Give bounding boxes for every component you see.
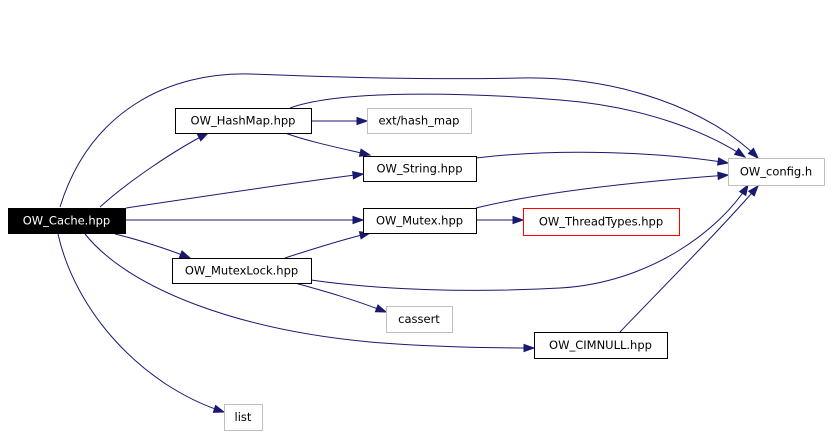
edge-cache-to-mutexlock xyxy=(114,233,192,259)
node-label: OW_Mutex.hpp xyxy=(376,214,463,228)
edge-cache-to-string xyxy=(125,171,365,209)
arrowhead xyxy=(352,171,365,180)
node-box xyxy=(363,156,477,182)
arrowhead xyxy=(358,148,372,157)
edge-line xyxy=(294,282,387,313)
node-box xyxy=(172,258,312,284)
edge-line xyxy=(310,184,749,291)
edge-line xyxy=(84,233,535,349)
arrowhead xyxy=(523,343,536,353)
arrowhead xyxy=(747,184,759,197)
edge-line xyxy=(619,185,759,333)
node-label: OW_String.hpp xyxy=(376,162,462,176)
node-box xyxy=(8,208,126,234)
node-cache[interactable]: OW_Cache.hpp xyxy=(8,208,126,234)
edge-cache-to-hashmap xyxy=(99,132,210,208)
edge-mutex-to-config xyxy=(475,171,730,209)
node-label: OW_ThreadTypes.hpp xyxy=(539,215,663,229)
arrowhead xyxy=(356,116,369,126)
edge-line xyxy=(475,151,729,164)
edge-cimnull-to-config xyxy=(619,184,759,333)
edge-mutex-to-threadtypes xyxy=(476,215,525,225)
node-box xyxy=(367,108,472,134)
arrowhead xyxy=(352,215,365,225)
edge-line xyxy=(284,132,371,156)
node-cassert: cassert xyxy=(386,306,453,333)
arrowhead xyxy=(717,171,730,181)
node-box xyxy=(386,306,453,333)
arrowhead xyxy=(212,404,226,413)
edge-mutexlock-to-config xyxy=(310,183,749,291)
node-label: OW_HashMap.hpp xyxy=(191,114,296,128)
arrowhead xyxy=(733,147,747,158)
arrowhead xyxy=(374,304,388,313)
node-label: OW_MutexLock.hpp xyxy=(185,264,298,278)
node-mutex[interactable]: OW_Mutex.hpp xyxy=(363,208,477,234)
edge-cache-to-cimnull xyxy=(84,233,536,353)
edge-hashmap-to-string xyxy=(284,132,372,157)
edge-mutexlock-to-cassert xyxy=(294,282,388,313)
node-label: ext/hash_map xyxy=(379,114,460,128)
edge-line xyxy=(59,73,759,208)
node-label: list xyxy=(235,410,252,424)
arrowhead xyxy=(738,183,749,197)
edge-hashmap-to-exthash xyxy=(311,116,369,126)
node-box xyxy=(224,404,263,431)
node-box xyxy=(534,332,668,359)
node-box xyxy=(363,208,477,234)
arrowhead xyxy=(716,157,730,166)
edge-line xyxy=(284,232,371,259)
edge-line xyxy=(125,173,364,209)
edge-line xyxy=(99,132,209,208)
node-threadtypes[interactable]: OW_ThreadTypes.hpp xyxy=(523,208,680,236)
node-hashmap[interactable]: OW_HashMap.hpp xyxy=(175,108,312,134)
nodes-layer: OW_Cache.hpp OW_HashMap.hpp ext/hash_mapOW… xyxy=(8,108,825,431)
arrowhead xyxy=(178,250,192,259)
edge-string-to-config xyxy=(475,151,730,166)
node-label: OW_config.h xyxy=(740,165,812,179)
arrowhead xyxy=(196,132,210,142)
node-box xyxy=(728,158,825,186)
edge-line xyxy=(475,174,729,209)
edge-cache-to-config xyxy=(59,73,760,208)
edge-hashmap-to-config xyxy=(289,93,747,158)
node-config: OW_config.h xyxy=(728,158,825,186)
edge-cache-to-mutex xyxy=(126,215,365,225)
node-exthash: ext/hash_map xyxy=(367,108,472,134)
arrowhead xyxy=(747,147,760,160)
node-cimnull[interactable]: OW_CIMNULL.hpp xyxy=(534,332,668,359)
node-box xyxy=(523,208,680,236)
node-label: cassert xyxy=(398,312,440,326)
node-box xyxy=(175,108,312,134)
node-string[interactable]: OW_String.hpp xyxy=(363,156,477,182)
edge-line xyxy=(57,233,225,413)
edge-line xyxy=(289,93,746,158)
edge-cache-to-list xyxy=(57,233,226,413)
node-label: OW_Cache.hpp xyxy=(23,214,110,228)
arrowhead xyxy=(512,215,525,225)
edge-line xyxy=(114,233,191,259)
node-list: list xyxy=(224,404,263,431)
node-mutexlock[interactable]: OW_MutexLock.hpp xyxy=(172,258,312,284)
edge-mutexlock-to-mutex xyxy=(284,231,372,259)
node-label: OW_CIMNULL.hpp xyxy=(549,338,652,352)
edges-layer xyxy=(57,73,760,413)
